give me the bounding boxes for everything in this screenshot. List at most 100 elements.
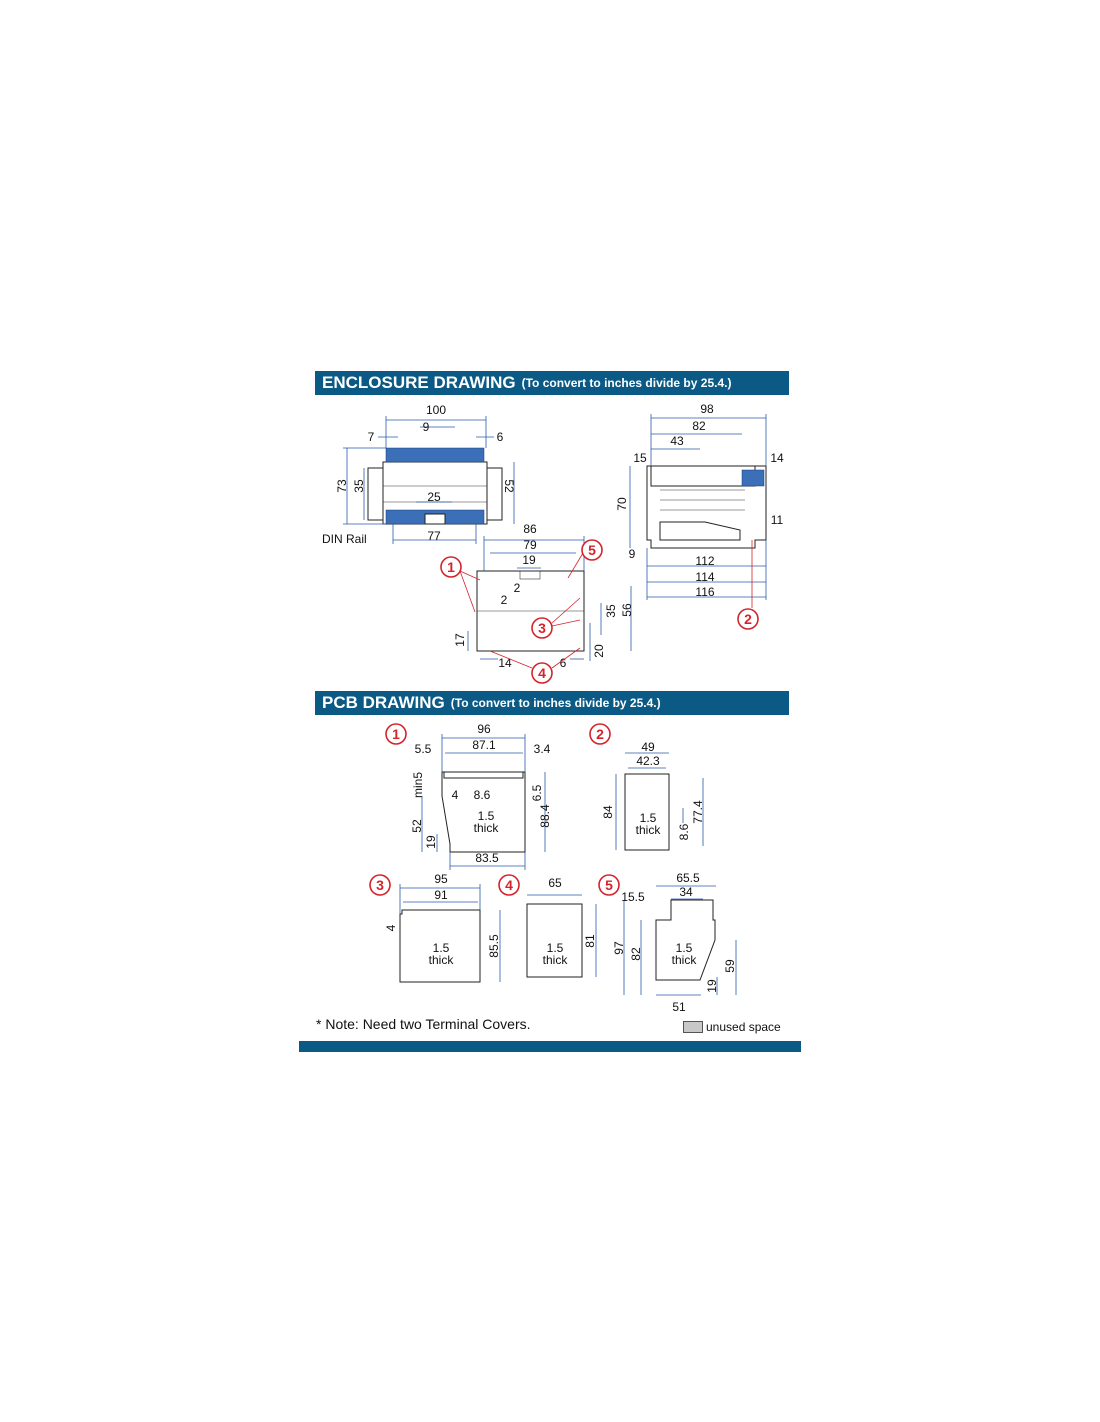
pcb-1-thickness: 1.5 [478, 809, 495, 823]
dim-8-6: 8.6 [474, 788, 491, 802]
dim-83-5: 83.5 [475, 851, 499, 865]
svg-text:2: 2 [596, 726, 604, 742]
pcb-title: PCB DRAWING [322, 693, 445, 712]
pcb-5-thick-label: thick [672, 953, 698, 967]
dim-9-side: 9 [629, 547, 636, 561]
svg-text:2: 2 [744, 611, 752, 627]
dim-96: 96 [477, 722, 491, 736]
dim-34: 34 [679, 885, 693, 899]
dim-6-bottom: 6 [560, 656, 567, 670]
enclosure-bottom-view: 86 79 19 2 2 35 56 17 14 6 20 [453, 522, 634, 670]
pcb-5-board [655, 899, 716, 981]
pcb-2: 2 49 42.3 84 77.4 8.6 1.5 thick [589, 723, 705, 851]
dim-56: 56 [620, 603, 634, 617]
dim-95: 95 [434, 872, 448, 886]
leader-1a [459, 570, 481, 581]
pcb-drawing-banner: PCB DRAWING (To convert to inches divide… [315, 691, 789, 715]
dim-43: 43 [670, 434, 684, 448]
dim-79: 79 [523, 538, 537, 552]
dim-5-5: 5.5 [415, 742, 432, 756]
svg-text:3: 3 [538, 620, 546, 636]
pcb-4-thick-label: thick [543, 953, 569, 967]
dim-6-5: 6.5 [530, 784, 544, 801]
side-top-band [650, 465, 756, 487]
dim-87-1: 87.1 [472, 738, 496, 752]
svg-text:1: 1 [392, 726, 400, 742]
dim-116: 116 [695, 585, 714, 599]
dim-51: 51 [672, 1000, 686, 1014]
callout-5-enclosure: 5 [581, 539, 603, 561]
dim-35: 35 [352, 479, 366, 493]
callout-1-enclosure: 1 [440, 556, 462, 578]
unused-space-label: unused space [706, 1020, 781, 1034]
dim-2-top: 2 [514, 581, 521, 595]
dim-35-bottom: 35 [604, 604, 618, 618]
enclosure-subtitle: (To convert to inches divide by 25.4.) [521, 376, 732, 390]
callout-2-enclosure: 2 [737, 608, 759, 630]
dim-88-4: 88.4 [538, 804, 552, 828]
pcb-1-thick-label: thick [474, 821, 500, 835]
front-left-ear [367, 467, 384, 521]
svg-text:1: 1 [447, 559, 455, 575]
pcb-3: 3 95 91 4 85.5 1.5 thick [369, 872, 501, 983]
leader-4a [489, 650, 533, 669]
svg-text:5: 5 [605, 877, 613, 893]
unused-space-swatch [683, 1021, 703, 1033]
dim-97: 97 [612, 941, 626, 955]
enclosure-title: ENCLOSURE DRAWING [322, 373, 516, 392]
bottom-notch [519, 570, 541, 580]
leader-3a [551, 597, 581, 624]
dim-82: 82 [692, 419, 706, 433]
pcb-subtitle: (To convert to inches divide by 25.4.) [450, 696, 661, 710]
enclosure-side-view: 98 82 43 15 14 70 11 9 112 114 116 [615, 402, 784, 600]
pcb-3-thickness: 1.5 [433, 941, 450, 955]
dim-20: 20 [592, 644, 606, 658]
svg-text:4: 4 [505, 877, 513, 893]
dim-98: 98 [700, 402, 714, 416]
dim-81: 81 [583, 934, 597, 948]
side-terminal [741, 469, 765, 487]
pcb-2-thickness: 1.5 [640, 811, 657, 825]
side-inner [659, 521, 741, 541]
pcb-5: 5 65.5 34 15.5 97 82 59 19 51 1.5 thick [598, 871, 737, 1014]
dim-52: 52 [502, 479, 516, 493]
dim-52-pcb: 52 [410, 819, 424, 833]
dim-2-left: 2 [501, 593, 508, 607]
dim-42-3: 42.3 [636, 754, 660, 768]
dim-4-pcb3: 4 [384, 924, 398, 931]
footer-bar [299, 1041, 801, 1052]
pcb-1: 1 96 87.1 5.5 3.4 min5 4 8.6 6.5 52 88.4… [385, 722, 552, 870]
pcb-3-thick-label: thick [429, 953, 455, 967]
dim-49: 49 [641, 740, 655, 754]
dim-114: 114 [695, 570, 714, 584]
dim-19-pcb: 19 [424, 835, 438, 849]
leader-1b [459, 570, 476, 613]
dim-73: 73 [335, 479, 349, 493]
dim-112: 112 [695, 554, 714, 568]
dim-9: 9 [423, 420, 430, 434]
dim-65: 65 [548, 876, 562, 890]
pcb-2-thick-label: thick [636, 823, 662, 837]
dim-65-5: 65.5 [676, 871, 700, 885]
dim-77-4: 77.4 [691, 800, 705, 824]
pcb-4-board [526, 903, 583, 978]
callout-4-pcb: 4 [498, 874, 520, 896]
dim-91: 91 [434, 888, 448, 902]
din-clip [424, 513, 446, 525]
enclosure-front-view: 100 9 7 6 73 35 52 25 77 DIN Rail [322, 403, 516, 546]
dim-25: 25 [427, 490, 441, 504]
dim-14-bottom: 14 [498, 656, 512, 670]
dim-11: 11 [771, 513, 784, 527]
dim-19-pcb5: 19 [705, 979, 719, 993]
callout-leaders [459, 540, 753, 669]
pcb-4: 4 65 81 1.5 thick [498, 874, 597, 978]
dim-100: 100 [426, 403, 446, 417]
dim-4: 4 [452, 788, 459, 802]
dim-77: 77 [427, 529, 441, 543]
callout-2-pcb: 2 [589, 723, 611, 745]
pcb-2-board [624, 773, 670, 851]
dim-min5: min5 [411, 772, 425, 798]
front-right-ear [486, 467, 503, 521]
callout-3-enclosure: 3 [531, 617, 553, 639]
